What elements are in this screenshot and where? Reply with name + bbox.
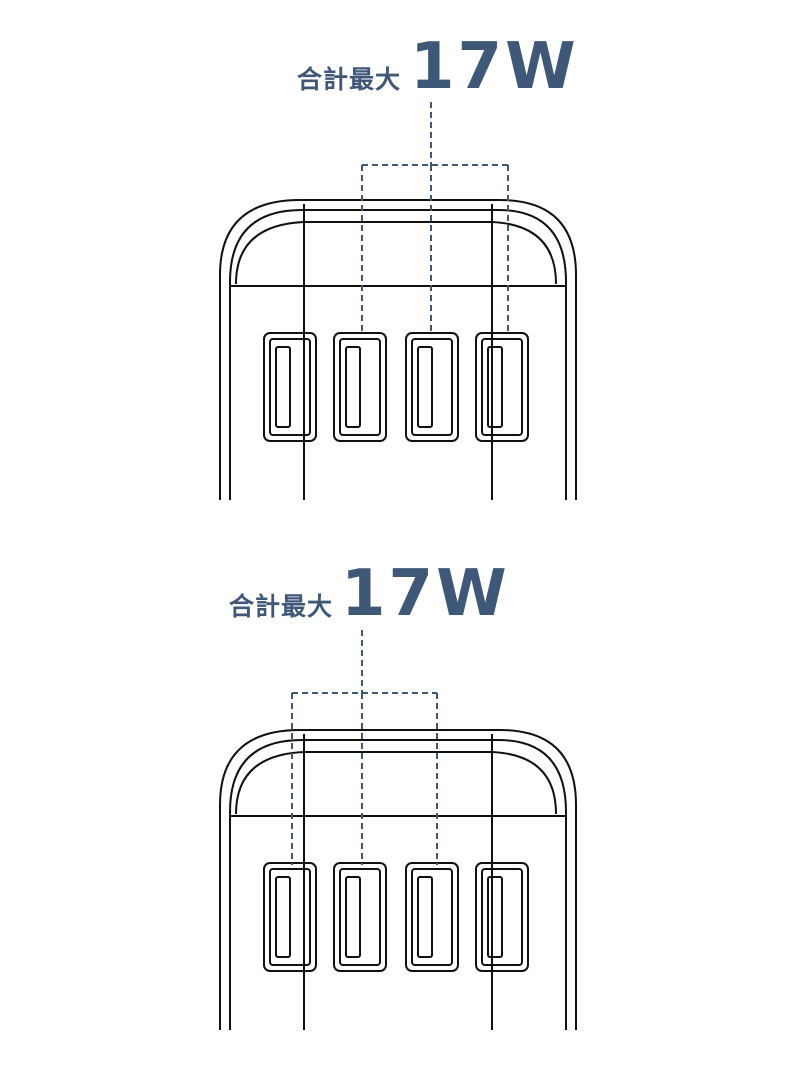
usb-port-4 [475,332,529,442]
charger-body [219,199,577,500]
power-label-prefix: 合計最大 [229,592,333,621]
body-outer-outline [219,199,577,500]
top-face-arc [235,751,557,815]
usb-port-4 [475,862,529,972]
charger-body [219,729,577,1030]
body-outer-outline [219,729,577,1030]
top-face-arc [235,221,557,285]
panel-top: 合計最大 17W [219,30,579,500]
grouping-bracket [291,630,438,865]
usb-port-3 [405,862,459,972]
usb-port-1 [263,332,317,442]
power-label-value: 17W [410,30,579,104]
usb-port-1 [263,862,317,972]
usb-port-2 [333,862,387,972]
body-inner-outline [229,739,567,1030]
power-label-prefix: 合計最大 [297,65,401,94]
usb-port-3 [405,332,459,442]
body-inner-outline [229,209,567,500]
grouping-bracket [361,102,509,335]
power-label-value: 17W [341,557,510,631]
panel-bottom: 合計最大 17W [219,557,577,1030]
usb-port-2 [333,332,387,442]
